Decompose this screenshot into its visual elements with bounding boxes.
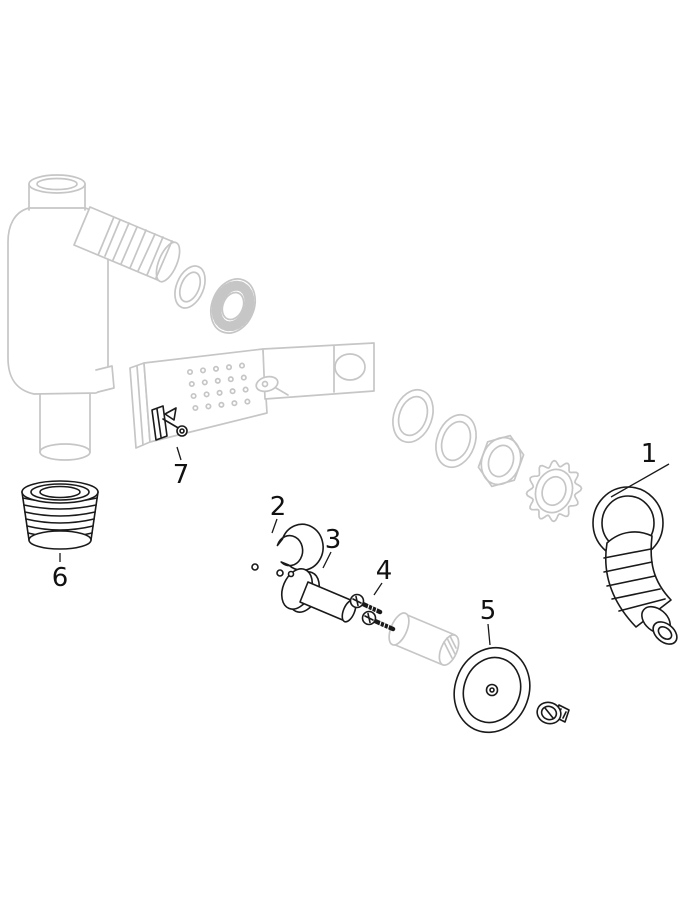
part-4-screws	[349, 593, 396, 632]
callout-4-leader	[373, 582, 383, 596]
callout-1-leader	[610, 463, 670, 498]
context-washers-and-nuts	[392, 388, 583, 523]
part-6-threaded-adapter	[21, 480, 99, 550]
callout-4-label: 4	[376, 556, 393, 586]
callout-7-label: 7	[173, 460, 190, 490]
context-trap-body	[7, 174, 257, 461]
callout-2-leader	[271, 518, 278, 534]
callout-2: 2	[270, 492, 287, 534]
part-5-cover-plate	[453, 646, 570, 734]
part-2-clamp-shell	[251, 523, 324, 577]
callout-4: 4	[373, 556, 393, 596]
callout-3: 3	[322, 525, 342, 569]
context-sleeve	[388, 612, 460, 666]
callout-7: 7	[173, 446, 190, 490]
callouts: 1 2 3 4 5 6 7	[52, 439, 670, 646]
callout-3-label: 3	[325, 525, 342, 555]
part-3-connection-pipe	[280, 568, 357, 623]
bracket-perforations	[186, 362, 251, 412]
callout-5-leader	[487, 623, 491, 646]
callout-1-label: 1	[641, 439, 658, 469]
callout-2-label: 2	[270, 492, 287, 522]
callout-5-label: 5	[480, 596, 497, 626]
callout-6: 6	[52, 553, 69, 593]
callout-1: 1	[610, 439, 670, 498]
callout-6-label: 6	[52, 563, 69, 593]
part-7-retaining-clip	[151, 405, 188, 441]
callout-7-leader	[176, 446, 182, 461]
callout-5: 5	[480, 596, 497, 646]
callout-3-leader	[322, 551, 332, 569]
part-1-wall-elbow	[592, 486, 678, 645]
